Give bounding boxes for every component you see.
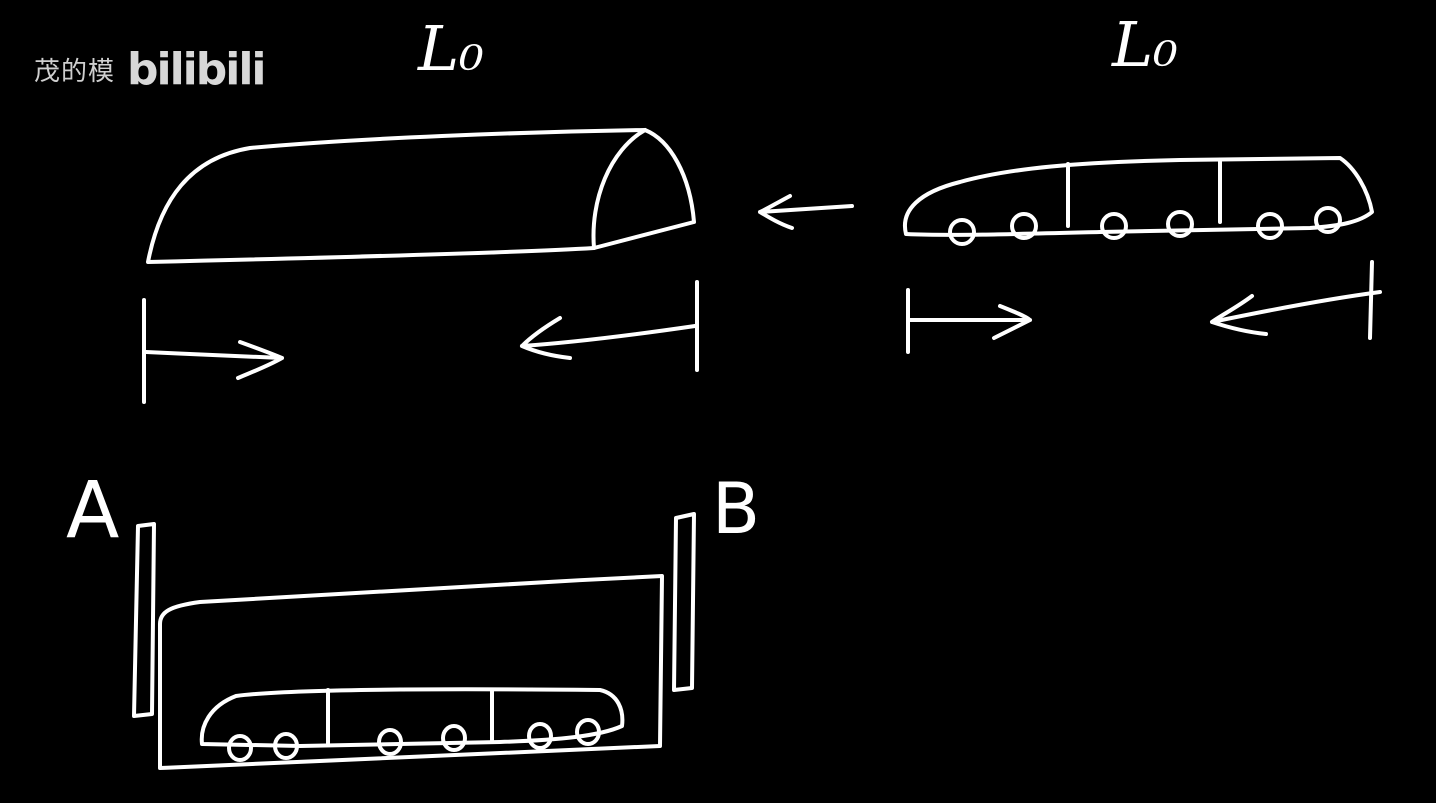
tunnel-outline bbox=[146, 128, 696, 264]
motion-arrow bbox=[758, 194, 854, 230]
train-left-arrow bbox=[908, 304, 1032, 340]
point-a-label: A bbox=[66, 466, 120, 556]
train-wheel bbox=[1314, 206, 1342, 234]
bilibili-watermark: 茂的模 bilibili bbox=[34, 34, 267, 104]
train-in-tunnel-drawing bbox=[132, 512, 696, 770]
tunnel-right-arrow bbox=[520, 316, 697, 360]
inner-train-wheel bbox=[575, 718, 601, 746]
tunnel-length-markers bbox=[142, 280, 699, 404]
bilibili-logo-icon: bilibili bbox=[127, 43, 266, 95]
train-length-label: L₀ bbox=[1112, 8, 1179, 81]
inner-train-wheel bbox=[441, 724, 467, 752]
train-wheel bbox=[1100, 212, 1128, 240]
inner-train-wheel bbox=[273, 732, 299, 760]
train-right-arrow bbox=[1210, 290, 1382, 336]
inner-train-wheel bbox=[227, 734, 253, 762]
tunnel-box bbox=[158, 574, 664, 770]
inner-train-wheel bbox=[527, 722, 553, 750]
point-b-label: B bbox=[712, 468, 761, 550]
tunnel-length-label: L₀ bbox=[418, 12, 485, 85]
train-wheel bbox=[948, 218, 976, 246]
train-body bbox=[902, 156, 1374, 237]
inner-train-body bbox=[199, 687, 625, 748]
tunnel-left-arrow bbox=[144, 340, 284, 380]
tunnel-entrance bbox=[591, 128, 647, 250]
train-wheel bbox=[1256, 212, 1284, 240]
gate-a bbox=[132, 522, 156, 718]
gate-b bbox=[672, 512, 696, 692]
train-wheel bbox=[1010, 212, 1038, 240]
watermark-author: 茂的模 bbox=[34, 56, 116, 87]
train-length-markers bbox=[906, 260, 1382, 354]
train-drawing bbox=[902, 156, 1374, 246]
train-wheel bbox=[1166, 210, 1194, 238]
tunnel-drawing bbox=[146, 128, 696, 264]
inner-train-wheel bbox=[377, 728, 403, 756]
train-right-bar bbox=[1368, 260, 1374, 340]
